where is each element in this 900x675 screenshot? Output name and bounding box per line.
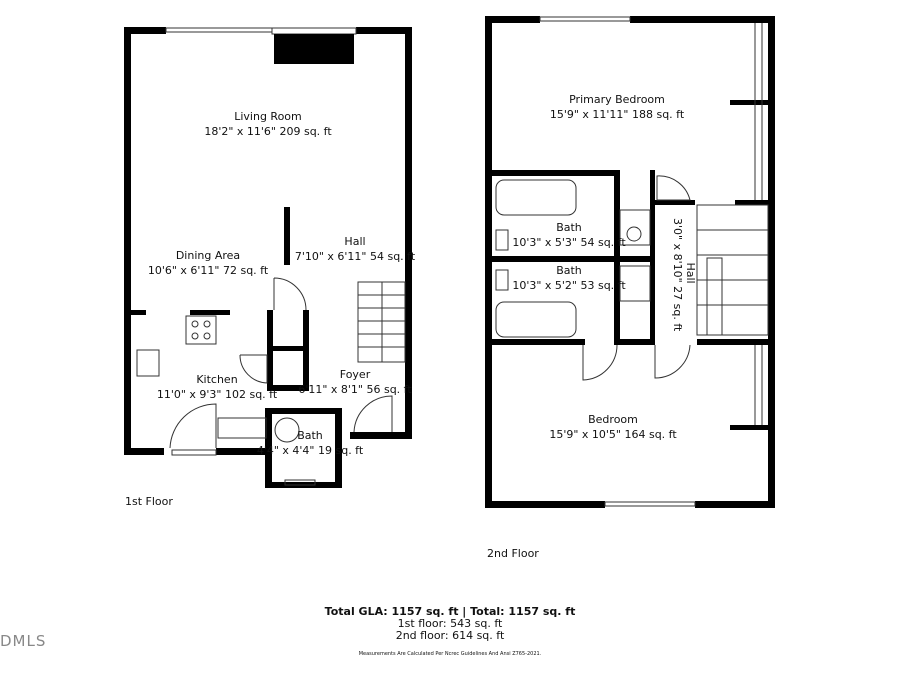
floor2-fixtures xyxy=(495,16,769,507)
room-dims: 15'9" x 10'5" 164 sq. ft xyxy=(549,428,677,441)
room-dims: 3'0" x 8'10" 27 sq. ft xyxy=(671,218,684,332)
room-dims: 6'11" x 8'1" 56 sq. ft xyxy=(298,383,412,396)
room-dims: 18'2" x 11'6" 209 sq. ft xyxy=(204,125,332,138)
room-name: Bath xyxy=(556,221,582,234)
room-bath-2: Bath 10'3" x 5'2" 53 sq. ft xyxy=(512,263,625,293)
total-gla: Total GLA: 1157 sq. ft | Total: 1157 sq.… xyxy=(324,605,576,618)
room-name: Hall xyxy=(684,262,697,284)
room-dims: 10'3" x 5'2" 53 sq. ft xyxy=(512,279,626,292)
floor2-total: 2nd floor: 614 sq. ft xyxy=(395,629,505,642)
floor1-total: 1st floor: 543 sq. ft xyxy=(397,617,503,630)
room-dining-area: Dining Area 10'6" x 6'11" 72 sq. ft xyxy=(148,248,268,278)
room-bath: Bath 4'4" x 4'4" 19 sq. ft xyxy=(257,428,363,458)
room-dims: 10'3" x 5'3" 54 sq. ft xyxy=(512,236,626,249)
mls-logo: DMLS xyxy=(0,632,47,650)
room-dims: 15'9" x 11'11" 188 sq. ft xyxy=(549,108,685,121)
room-primary-bedroom: Primary Bedroom 15'9" x 11'11" 188 sq. ft xyxy=(550,92,684,122)
room-dims: 7'10" x 6'11" 54 sq. ft xyxy=(294,250,416,263)
room-dims: 10'6" x 6'11" 72 sq. ft xyxy=(147,264,269,277)
floor2-walls xyxy=(485,16,775,508)
floor2-label: 2nd Floor xyxy=(487,547,539,560)
room-foyer: Foyer 6'11" x 8'1" 56 sq. ft xyxy=(298,367,411,397)
floor1-fixtures xyxy=(136,27,406,486)
room-name: Kitchen xyxy=(196,373,238,386)
floor1-label: 1st Floor xyxy=(125,495,173,508)
room-dims: 4'4" x 4'4" 19 sq. ft xyxy=(256,444,364,457)
totals: Total GLA: 1157 sq. ft | Total: 1157 sq.… xyxy=(325,606,576,660)
room-bedroom: Bedroom 15'9" x 10'5" 164 sq. ft xyxy=(549,412,676,442)
room-name: Bedroom xyxy=(588,413,638,426)
room-name: Bath xyxy=(297,429,323,442)
room-living-room: Living Room 18'2" x 11'6" 209 sq. ft xyxy=(204,109,331,139)
room-hall: Hall 7'10" x 6'11" 54 sq. ft xyxy=(295,234,415,264)
room-bath-1: Bath 10'3" x 5'3" 54 sq. ft xyxy=(512,220,625,250)
measurement-note: Measurements Are Calculated Per Ncrec Gu… xyxy=(358,651,542,657)
room-name: Primary Bedroom xyxy=(569,93,665,106)
room-name: Foyer xyxy=(339,368,371,381)
room-dims: 11'0" x 9'3" 102 sq. ft xyxy=(156,388,278,401)
room-name: Dining Area xyxy=(175,249,241,262)
room-name: Hall xyxy=(344,235,366,248)
room-kitchen: Kitchen 11'0" x 9'3" 102 sq. ft xyxy=(157,372,277,402)
room-name: Bath xyxy=(556,264,582,277)
room-name: Living Room xyxy=(234,110,302,123)
